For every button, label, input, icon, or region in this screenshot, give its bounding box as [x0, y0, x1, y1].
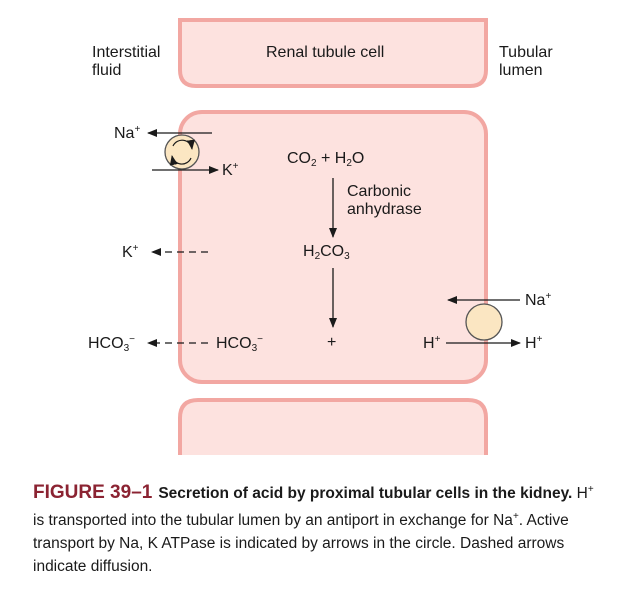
renal-tubule-cell — [178, 110, 488, 384]
upper-cell-fragment — [178, 18, 488, 88]
caption-text-1: H — [572, 485, 588, 502]
lower-cell-fragment — [178, 398, 488, 455]
plus-sign: + — [327, 334, 337, 351]
hco3-interstitial-label: HCO3− — [88, 334, 135, 354]
h-lumen-label: H+ — [525, 334, 543, 352]
caption-text-3: . Active transport by Na, K ATPase is in… — [33, 512, 569, 575]
na-interstitial-label: Na+ — [114, 124, 141, 142]
na-lumen-label: Na+ — [525, 291, 552, 309]
k-cell-label: K+ — [222, 161, 239, 179]
renal-tubule-cell-label: Renal tubule cell — [266, 44, 385, 61]
na-h-antiporter — [465, 303, 503, 341]
h2co3-label: H2CO3 — [303, 243, 350, 262]
k-interstitial-label: K+ — [122, 243, 139, 261]
co2-h2o-label: CO2 + H2O — [287, 150, 365, 169]
figure-caption: FIGURE 39–1 Secretion of acid by proximal… — [33, 482, 594, 575]
atpase-cycle-icon — [172, 139, 195, 150]
atpase-cycle-icon-lower — [169, 155, 192, 166]
figure-number: FIGURE 39–1 — [33, 482, 153, 503]
figure-title: Secretion of acid by proximal tubular ce… — [158, 485, 573, 502]
hco3-cell-label: HCO3− — [216, 334, 263, 354]
h-cell-label: H+ — [423, 334, 441, 352]
caption-text-2: is transported into the tubular lumen by… — [33, 512, 513, 529]
